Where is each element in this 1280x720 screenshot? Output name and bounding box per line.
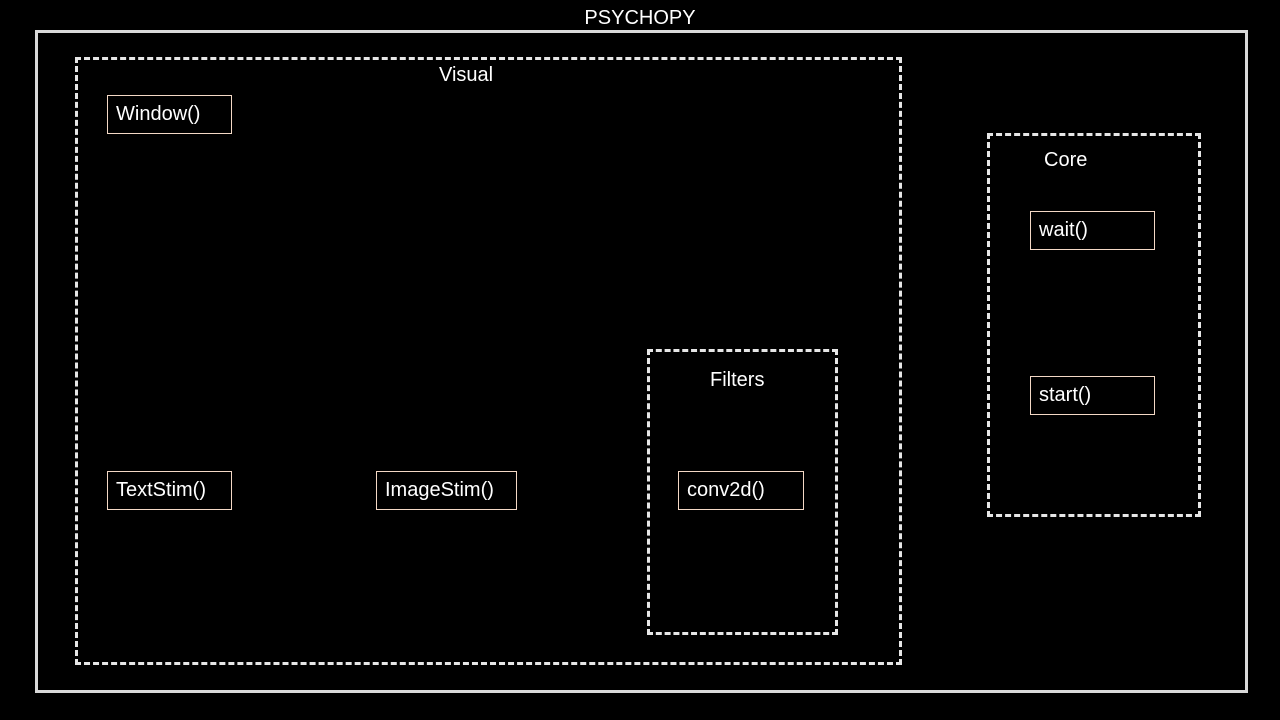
psychopy-container (35, 30, 1248, 693)
filters-group (647, 349, 838, 635)
wait-function-box: wait() (1030, 211, 1155, 250)
core-group (987, 133, 1201, 517)
core-label: Core (1044, 149, 1088, 171)
window-function-box: Window() (107, 95, 232, 134)
conv2d-function-box: conv2d() (678, 471, 804, 510)
visual-label: Visual (439, 64, 494, 86)
filters-label: Filters (710, 369, 765, 391)
textstim-function-box: TextStim() (107, 471, 232, 510)
diagram-title: PSYCHOPY (584, 7, 696, 29)
visual-group (75, 57, 902, 665)
start-function-box: start() (1030, 376, 1155, 415)
imagestim-function-box: ImageStim() (376, 471, 517, 510)
